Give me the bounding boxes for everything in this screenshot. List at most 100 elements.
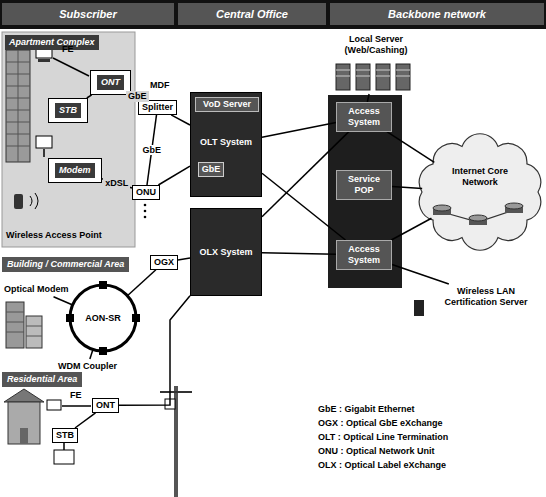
- ring-node: [66, 314, 74, 322]
- node-text: Residential Area: [7, 374, 77, 385]
- internet-cloud: [419, 134, 541, 250]
- connector: [119, 296, 190, 406]
- abbreviation-note: OLX : Optical Label eXchange: [318, 460, 446, 471]
- node-text: Optical Modem: [4, 284, 69, 295]
- building-windows: [6, 312, 42, 336]
- connector: [90, 349, 93, 359]
- house-roof: [4, 389, 44, 402]
- connector: [262, 253, 336, 254]
- connector: [367, 94, 369, 102]
- ring-outline: [70, 285, 136, 351]
- apartment-ground: [2, 32, 135, 247]
- wireless-waves: [30, 193, 38, 209]
- splitter-box: Splitter: [138, 100, 177, 115]
- node-text: Local Server (Web/Cashing): [330, 34, 422, 56]
- access-system-box: Access System: [336, 240, 392, 270]
- continuation-dot: [144, 210, 147, 213]
- router-top: [505, 203, 523, 209]
- ring-node: [132, 314, 140, 322]
- connector: [102, 179, 133, 188]
- server-unit: [396, 64, 410, 90]
- server-unit: [356, 64, 370, 90]
- continuation-dot: [144, 216, 147, 219]
- node-text: Building / Commercial Area: [7, 259, 124, 270]
- ring-network: AON-SR: [70, 285, 136, 351]
- pc-monitor: [47, 400, 61, 410]
- server-unit: [376, 64, 390, 90]
- node-text: STB: [56, 430, 74, 441]
- interface-label: FE: [70, 390, 82, 401]
- network-cloud: Internet Core Network: [422, 144, 538, 240]
- house-door: [20, 428, 28, 444]
- abbreviation-note: ONU : Optical Network Unit: [318, 446, 435, 457]
- vod-server-box: VoD Server: [195, 97, 259, 112]
- continuation-dot: [144, 204, 147, 207]
- frame-label: MDF: [150, 80, 170, 91]
- abbreviation-note: GbE : Gigabit Ethernet: [318, 404, 415, 415]
- node-text: AON-SR: [85, 313, 121, 324]
- node-text: GbE: [198, 162, 225, 177]
- office-building: [6, 302, 24, 348]
- connector: [75, 413, 96, 428]
- connector: [158, 166, 190, 185]
- pc-base: [38, 59, 50, 62]
- router-top: [469, 215, 487, 221]
- node-text: Access System: [339, 244, 389, 266]
- connector: [54, 297, 73, 305]
- router-top: [433, 205, 451, 211]
- exchange-box: OGX: [150, 255, 178, 270]
- node-text: STB: [55, 103, 81, 118]
- olt-system-box: OLT SystemGbEVoD Server: [190, 92, 262, 197]
- ring-node: [99, 347, 107, 355]
- access-system-box: Access System: [336, 102, 392, 132]
- node-text: ONT: [96, 400, 115, 411]
- abbreviation-note: OGX : Optical GbE eXchange: [318, 418, 443, 429]
- service-pop-box: Service POP: [336, 170, 392, 200]
- router-links: [442, 210, 514, 222]
- connector-label: GbE: [126, 91, 149, 102]
- tower-windows: [6, 50, 30, 162]
- connector-label: xDSL: [103, 178, 130, 189]
- server-unit: [336, 64, 350, 90]
- device-box: ONT: [92, 398, 119, 413]
- node-text: VoD Server: [198, 99, 256, 110]
- connector: [127, 270, 156, 296]
- connector: [262, 173, 345, 240]
- pole-crossbar: [160, 391, 192, 393]
- region-band: Building / Commercial Area: [2, 257, 129, 272]
- node-text: Subscriber: [2, 3, 174, 25]
- node-text: Modem: [55, 163, 95, 178]
- device-box: ONU: [132, 185, 160, 200]
- connector: [387, 132, 435, 163]
- server-group: Local Server (Web/Cashing): [330, 32, 422, 94]
- certification-server-icon: [414, 300, 424, 316]
- server-label: Wireless LAN Certification Server: [430, 284, 542, 310]
- modem-label: Optical Modem: [4, 282, 69, 297]
- node-text: OGX: [154, 257, 174, 268]
- connector: [392, 187, 422, 189]
- node-text: Backbone network: [330, 3, 544, 25]
- node-text: WDM Coupler: [58, 361, 117, 372]
- header-band: Backbone network: [330, 3, 544, 25]
- device-box: STB: [48, 98, 88, 123]
- tv-wire: [63, 443, 65, 450]
- office-building: [26, 316, 42, 348]
- node-text: ONU: [136, 187, 156, 198]
- connector-label: GbE: [140, 145, 163, 156]
- connector: [391, 218, 431, 240]
- olx-system-box: OLX System: [190, 208, 262, 296]
- node-text: ONT: [97, 75, 124, 90]
- ring-node: [99, 281, 107, 289]
- device-box: STB: [52, 428, 78, 443]
- node-text: Wireless LAN Certification Server: [430, 286, 542, 308]
- server-slots: [336, 70, 410, 76]
- header-bar: [0, 0, 546, 29]
- node-text: Apartment Complex: [5, 35, 99, 50]
- apartment-tower: [6, 50, 30, 162]
- connector: [392, 264, 449, 284]
- pc-monitor: [36, 136, 52, 148]
- backbone-column: [328, 95, 402, 288]
- fe-wire: [62, 405, 91, 407]
- tv-set: [54, 450, 74, 464]
